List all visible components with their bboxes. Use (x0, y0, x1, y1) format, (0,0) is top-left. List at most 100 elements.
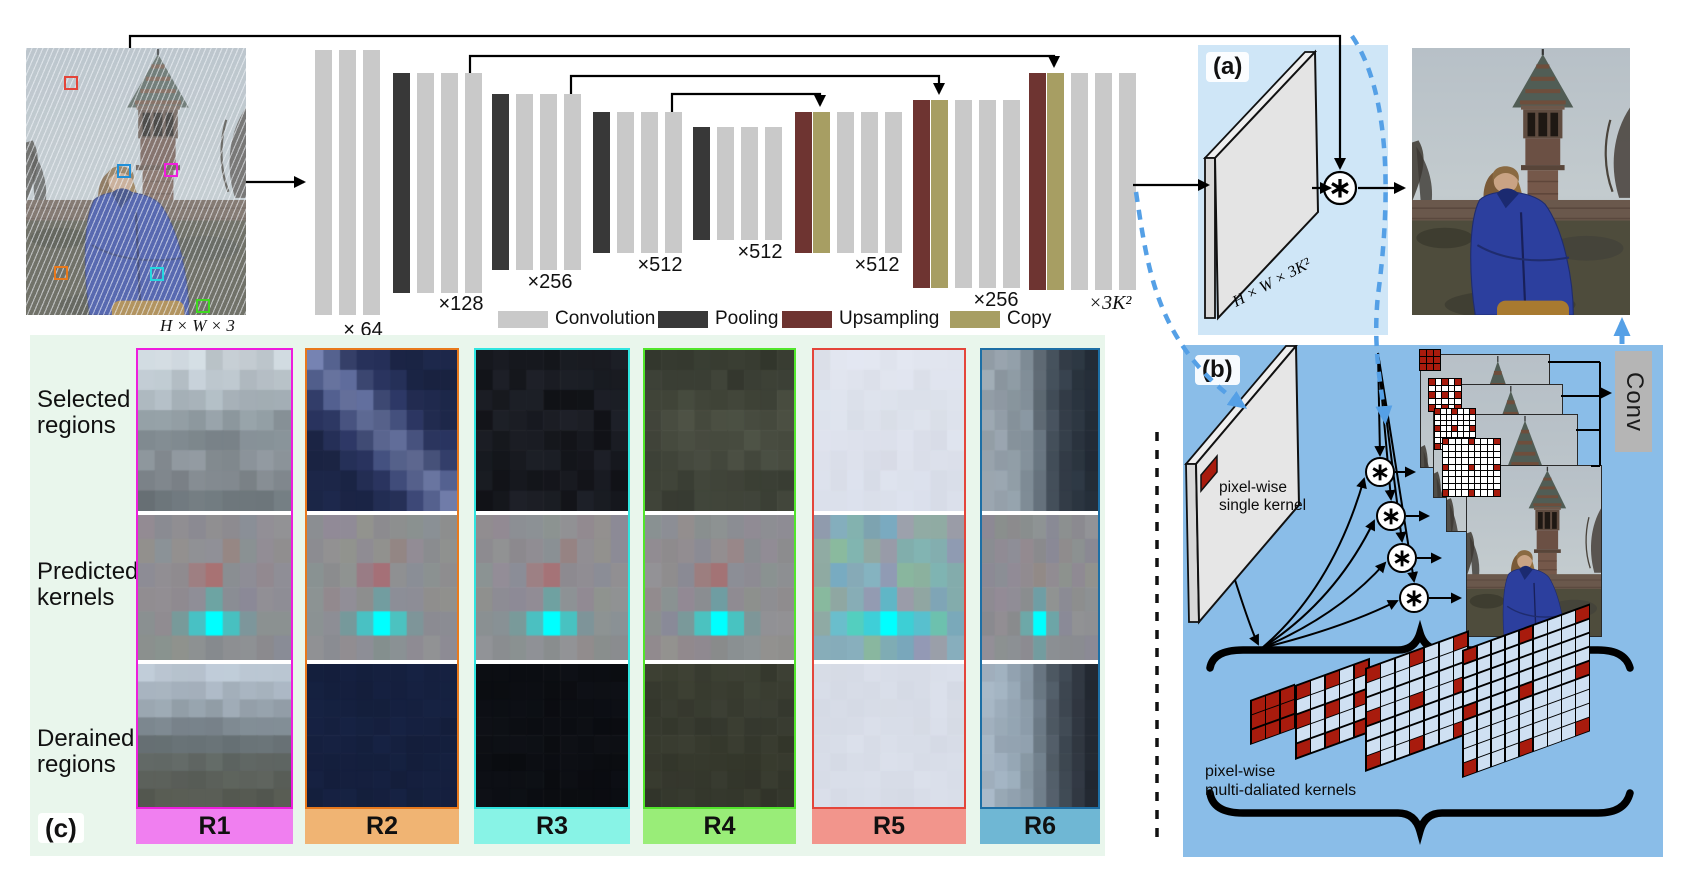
kernel-cell (1468, 445, 1474, 451)
kernel-cell (1434, 350, 1440, 356)
legend-swatch (658, 310, 708, 328)
predicted-kernel-patch-R1 (138, 515, 291, 660)
unet-bar-pool (393, 73, 410, 293)
asterisk-operator: ∗ (1404, 585, 1424, 612)
feature-count-label: ×128 (438, 293, 484, 315)
derained-region-patch-R2 (307, 664, 457, 807)
kernel-cell (1442, 379, 1448, 385)
kernel-cell (1487, 470, 1494, 477)
kernel-cell (1435, 426, 1440, 432)
kernel-cell (1487, 458, 1494, 464)
kernel-cell (1442, 398, 1448, 405)
kernel-cell (1427, 357, 1433, 363)
kernel-cell (1435, 385, 1442, 392)
kernel-cell (1440, 414, 1446, 420)
kernel-cell (1462, 439, 1468, 445)
region-chip-R6: R6 (980, 809, 1100, 844)
kernel-cell (1463, 409, 1469, 414)
unet-bar-conv (1094, 73, 1112, 290)
region-marker-R4 (196, 299, 210, 313)
kernel-cell (1562, 723, 1575, 741)
kernel-cell (1420, 350, 1426, 356)
row-label-selected-regions: Selected regions (37, 386, 131, 439)
selected-region-patch-R1 (138, 350, 291, 511)
selected-region-patch-R4 (645, 350, 794, 511)
unet-bar-conv (954, 100, 972, 288)
dilated-kernel-grid-9x9 (1442, 438, 1501, 497)
panel-a-single-kernel-conv: (a) H × W × 3K² ∗ (1198, 45, 1388, 335)
selected-region-patch-R5 (814, 350, 964, 511)
kernel-cell (1458, 432, 1463, 437)
kernel-cell (1474, 464, 1481, 470)
legend-swatch (782, 310, 832, 328)
kernel-cell (1435, 392, 1442, 398)
kernel-cell (1446, 409, 1452, 414)
kernel-cell (1463, 759, 1477, 777)
kernel-cell (1494, 477, 1500, 483)
region-marker-R5 (64, 76, 78, 90)
kernel-cell (1455, 458, 1462, 464)
unet-bar-conv (717, 127, 734, 240)
kernel-cell (1266, 720, 1280, 738)
unet-bar-pool (593, 112, 610, 253)
kernel-cell (1424, 730, 1438, 749)
kernel-cell (1463, 420, 1469, 426)
kernel-cell (1481, 458, 1487, 464)
kernel-cell (1455, 477, 1462, 483)
kernel-cell (1462, 458, 1468, 464)
kernel-cell (1487, 477, 1494, 483)
region-chip-R2: R2 (305, 809, 459, 844)
kernel-cell (1435, 437, 1440, 443)
region-column-R1: R1 (136, 348, 293, 844)
kernel-cell (1458, 420, 1463, 426)
kernel-cell (1474, 483, 1481, 490)
kernel-cell (1474, 470, 1481, 477)
unet-bar-pool (492, 94, 509, 270)
upper-brace (1206, 619, 1634, 672)
unet-bar-conv (665, 112, 682, 253)
region-stack-R4 (643, 348, 796, 809)
pixel-wise-single-kernel-cell (1200, 453, 1218, 494)
legend-label: Pooling (715, 308, 779, 329)
kernel-cell (1446, 414, 1452, 420)
kernel-cell (1494, 439, 1500, 445)
kernel-cell (1462, 490, 1468, 496)
region-stack-R2 (305, 348, 459, 809)
region-marker-R3 (150, 267, 164, 281)
kernel-cell (1455, 490, 1462, 496)
kernel-cell (1463, 432, 1469, 437)
region-column-R3: R3 (474, 348, 630, 844)
unet-bar-conv (617, 112, 634, 253)
kernel-cell (1449, 470, 1455, 477)
kernel-cell (1452, 409, 1458, 414)
kernel-cell (1481, 490, 1487, 496)
unet-bar-conv (564, 94, 581, 270)
kernel-cell (1435, 414, 1440, 420)
kernel-cell (1448, 398, 1455, 405)
kernel-cell (1452, 426, 1458, 432)
kernel-cell (1435, 409, 1440, 414)
unet-bar-conv (441, 73, 458, 293)
kernel-cell (1455, 439, 1462, 445)
unet-bar-conv (363, 50, 380, 315)
unet-bar-pool (693, 127, 710, 240)
kernel-cell (1435, 443, 1440, 449)
kernel-cell (1468, 451, 1474, 458)
derained-region-patch-R5 (814, 664, 964, 807)
legend-label: Convolution (555, 308, 656, 329)
kernel-cell (1462, 483, 1468, 490)
kernel-cell (1439, 725, 1453, 744)
kernel-cell (1410, 735, 1424, 754)
unet-bar-copy (1046, 73, 1064, 290)
legend-item-convolution: Convolution (498, 308, 656, 329)
kernel-cell (1448, 385, 1455, 392)
feature-count-label: ×256 (973, 289, 1019, 311)
kernel-cell (1487, 490, 1494, 496)
kernel-cell (1427, 350, 1433, 356)
region-chip-R1: R1 (136, 809, 293, 844)
selected-region-patch-R6 (982, 350, 1098, 511)
kernel-cell (1494, 445, 1500, 451)
kernel-cell (1458, 414, 1463, 420)
kernel-cell (1481, 439, 1487, 445)
